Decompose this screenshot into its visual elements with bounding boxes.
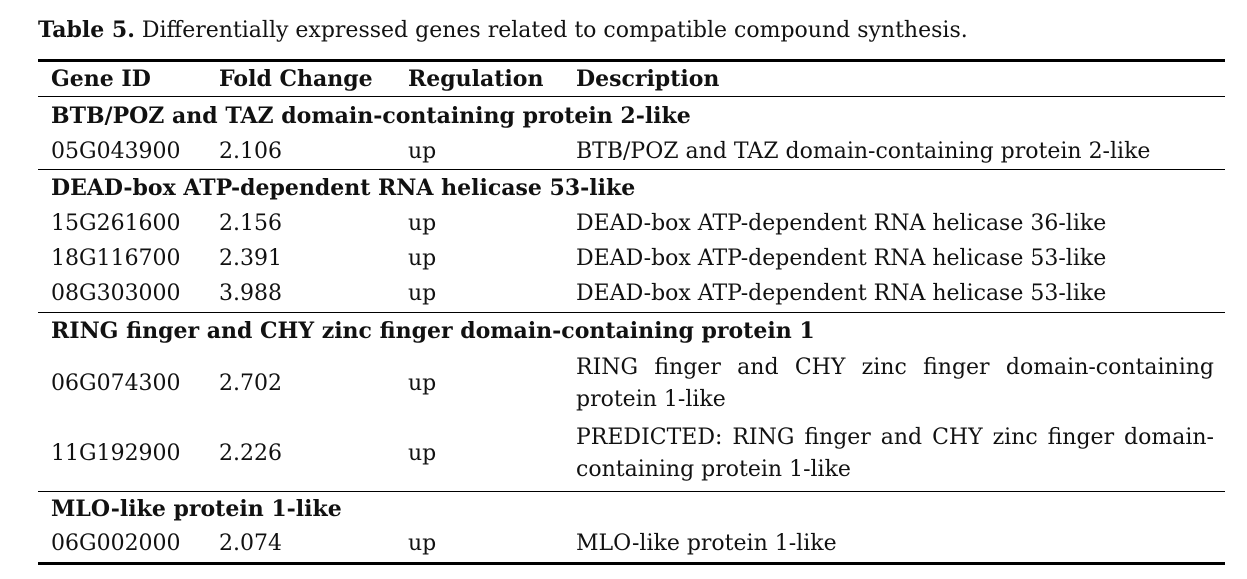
- fold-change-cell: 2.074: [219, 531, 282, 556]
- table-row: 06G074300 2.702 up RING finger and CHY z…: [38, 352, 1225, 416]
- regulation-cell: up: [408, 246, 437, 271]
- group-title: MLO-like protein 1-like: [51, 496, 342, 522]
- description-cell: BTB/POZ and TAZ domain-containing protei…: [576, 139, 1151, 164]
- group-rule: [38, 312, 1225, 313]
- description-cell: DEAD-box ATP-dependent RNA helicase 36-l…: [576, 211, 1107, 236]
- fold-change-cell: 2.226: [219, 441, 282, 466]
- group-rule: [38, 169, 1225, 170]
- fold-change-cell: 3.988: [219, 281, 282, 306]
- table-caption-label: Table 5.: [38, 17, 135, 43]
- table-bottom-rule: [38, 562, 1225, 565]
- table-row: 11G192900 2.226 up PREDICTED: RING finge…: [38, 422, 1225, 486]
- regulation-cell: up: [408, 531, 437, 556]
- gene-id-cell: 05G043900: [51, 139, 181, 164]
- column-header-description: Description: [576, 66, 720, 92]
- regulation-cell: up: [408, 281, 437, 306]
- group-rule: [38, 491, 1225, 492]
- group-title: RING finger and CHY zinc finger domain-c…: [51, 318, 815, 344]
- fold-change-cell: 2.702: [219, 371, 282, 396]
- column-header-gene-id: Gene ID: [51, 66, 151, 92]
- group-title: DEAD-box ATP-dependent RNA helicase 53-l…: [51, 175, 636, 201]
- gene-id-cell: 08G303000: [51, 281, 181, 306]
- description-cell: PREDICTED: RING finger and CHY zinc fing…: [576, 425, 1214, 482]
- regulation-cell: up: [408, 211, 437, 236]
- gene-id-cell: 06G002000: [51, 531, 181, 556]
- fold-change-cell: 2.156: [219, 211, 282, 236]
- regulation-cell: up: [408, 371, 437, 396]
- description-cell: DEAD-box ATP-dependent RNA helicase 53-l…: [576, 281, 1107, 306]
- gene-id-cell: 18G116700: [51, 246, 181, 271]
- table-top-rule: [38, 59, 1225, 62]
- fold-change-cell: 2.106: [219, 139, 282, 164]
- description-cell: RING finger and CHY zinc finger domain-c…: [576, 355, 1214, 412]
- column-header-regulation: Regulation: [408, 66, 544, 92]
- table-caption-text: Differentially expressed genes related t…: [134, 18, 968, 43]
- fold-change-cell: 2.391: [219, 246, 282, 271]
- gene-id-cell: 06G074300: [51, 371, 181, 396]
- table-caption: Table 5. Differentially expressed genes …: [38, 16, 968, 45]
- regulation-cell: up: [408, 441, 437, 466]
- table-header-rule: [38, 96, 1225, 97]
- description-cell: MLO-like protein 1-like: [576, 531, 837, 556]
- column-header-fold-change: Fold Change: [219, 66, 373, 92]
- gene-id-cell: 11G192900: [51, 441, 181, 466]
- description-cell: DEAD-box ATP-dependent RNA helicase 53-l…: [576, 246, 1107, 271]
- regulation-cell: up: [408, 139, 437, 164]
- group-title: BTB/POZ and TAZ domain-containing protei…: [51, 103, 691, 129]
- gene-id-cell: 15G261600: [51, 211, 181, 236]
